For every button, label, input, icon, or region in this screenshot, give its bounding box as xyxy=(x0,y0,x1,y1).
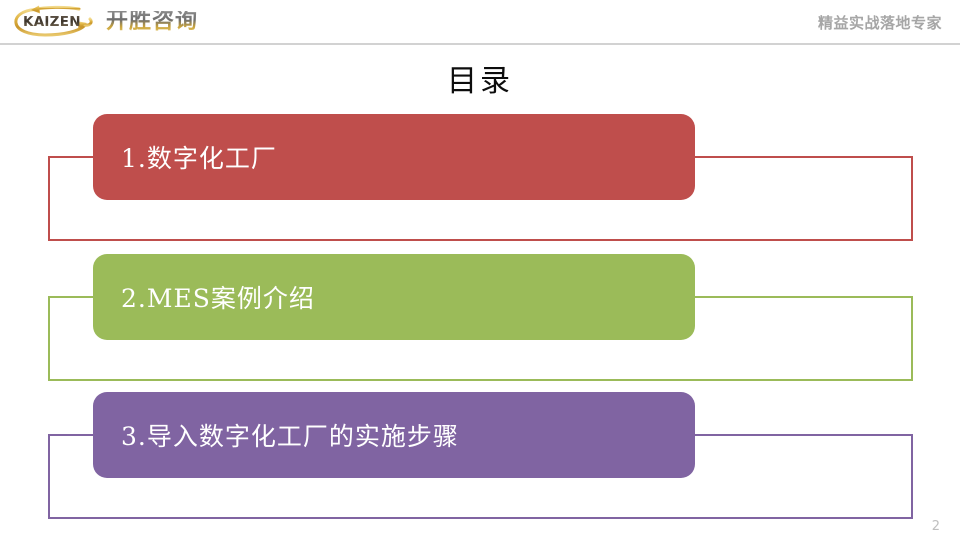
page-title: 目录 xyxy=(447,64,513,99)
toc-entry-3[interactable]: 3.导入数字化工厂的实施步骤 xyxy=(0,392,960,522)
brand-tagline: 精益实战落地专家 xyxy=(817,14,942,32)
toc-chip-1[interactable]: 1.数字化工厂 xyxy=(93,114,695,200)
toc-entry-1[interactable]: 1.数字化工厂 xyxy=(0,114,960,244)
page-number: 2 xyxy=(931,519,940,534)
toc-label-3: 3.导入数字化工厂的实施步骤 xyxy=(121,422,459,451)
kaizen-swoosh-ellipse-icon: KAIZEN xyxy=(14,5,93,37)
header-divider xyxy=(0,43,960,45)
toc-chip-2[interactable]: 2.MES案例介绍 xyxy=(93,254,695,340)
toc-entry-2[interactable]: 2.MES案例介绍 xyxy=(0,254,960,384)
slide-header: KAIZEN 开胜咨询 精益实战落地专家 xyxy=(0,0,960,45)
toc-label-1: 1.数字化工厂 xyxy=(121,144,277,173)
brand-name-cn: 开胜咨询 xyxy=(106,9,199,34)
toc-label-2: 2.MES案例介绍 xyxy=(121,284,315,313)
toc-chip-3[interactable]: 3.导入数字化工厂的实施步骤 xyxy=(93,392,695,478)
svg-text:KAIZEN: KAIZEN xyxy=(23,14,81,30)
brand-logo: KAIZEN 开胜咨询 xyxy=(14,4,198,40)
